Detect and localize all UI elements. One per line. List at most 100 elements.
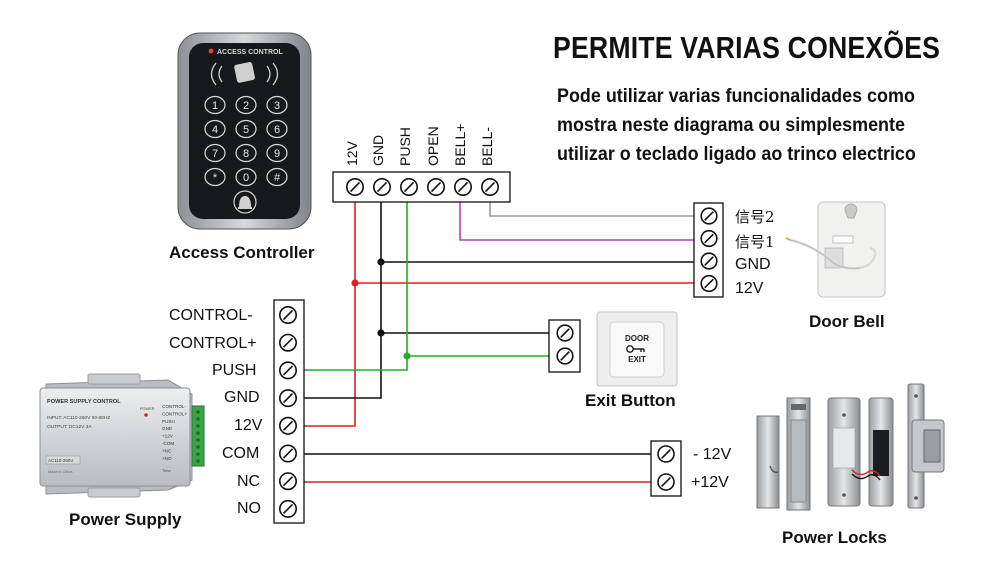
screw-terminal — [345, 178, 364, 197]
psu-side-label: +NC — [162, 448, 172, 453]
keypad-key-label: 0 — [243, 172, 249, 184]
ctrl-terminal-label: GND — [370, 134, 386, 166]
keypad-key[interactable]: * — [204, 167, 226, 187]
brand-text: ACCESS CONTROL — [217, 49, 283, 56]
keypad-key[interactable]: 1 — [204, 95, 226, 115]
keypad-key[interactable]: # — [266, 167, 288, 187]
keypad-key[interactable]: 5 — [235, 119, 257, 139]
keypad-key[interactable]: 4 — [204, 119, 226, 139]
exit-button-caption: Exit Button — [585, 391, 676, 410]
psu-terminal-label: PUSH — [212, 362, 257, 379]
screw-terminal — [657, 445, 675, 463]
bell-terminal-label: 12V — [735, 280, 764, 297]
screw-terminal — [700, 252, 718, 270]
screw-terminal — [278, 416, 297, 435]
screw-terminal — [657, 473, 675, 491]
bell-terminal-label: GND — [735, 256, 771, 273]
controller-terminal-block — [332, 171, 511, 203]
screw-terminal — [453, 178, 472, 197]
screw-terminal — [700, 207, 718, 225]
wire-bell-plus-purple — [459, 197, 708, 241]
psu-side-label: +NO — [162, 456, 172, 461]
doorbell-terminal-block — [693, 202, 724, 298]
keypad-key-label: 3 — [274, 100, 280, 112]
power-locks-caption: Power Locks — [782, 528, 887, 547]
keypad-key-label: 4 — [212, 124, 218, 136]
psu-side-label: GND — [162, 426, 173, 431]
power-supply-device: POWER SUPPLY CONTROL INPUT: AC110-260V 5… — [39, 373, 205, 498]
keypad-key-label: 5 — [243, 124, 249, 136]
keypad-key-label: 2 — [243, 100, 249, 112]
screw-terminal — [556, 347, 574, 365]
screw-terminal — [278, 472, 297, 491]
rfid-icon — [210, 62, 279, 86]
psu-terminal-label: CONTROL+ — [169, 335, 257, 352]
screw-terminal — [372, 178, 391, 197]
key-icon — [626, 345, 645, 353]
psu-power-led — [144, 413, 148, 417]
keypad-key[interactable]: 7 — [204, 143, 226, 163]
description: Pode utilizar varias funcionalidades com… — [557, 82, 916, 169]
psu-device-badge: AC110-260V — [48, 458, 73, 463]
keypad-key-label: 7 — [212, 148, 218, 160]
psu-side-label: CONTROL- — [162, 404, 186, 409]
wire-push-green — [288, 197, 565, 371]
lock-terminal-block — [650, 440, 682, 497]
exit-terminal-block — [548, 319, 581, 373]
exit-button-device: DOOR EXIT — [596, 311, 678, 387]
ctrl-terminal-label: OPEN — [425, 126, 441, 166]
psu-terminal-label: CONTROL- — [169, 307, 253, 324]
keypad-key[interactable]: 0 — [235, 167, 257, 187]
psu-terminal-label: COM — [222, 445, 260, 462]
power-locks-devices — [756, 383, 945, 511]
ctrl-terminal-label: PUSH — [397, 127, 413, 166]
screw-terminal — [278, 305, 297, 324]
screw-terminal — [278, 333, 297, 352]
psu-time-label: Time — [162, 468, 172, 473]
power-supply-caption: Power Supply — [69, 510, 182, 529]
psu-side-label: +12V — [162, 434, 174, 439]
psu-side-label: CONTROL+ — [162, 411, 187, 416]
ctrl-terminal-label: BELL- — [479, 127, 495, 166]
exit-door-label: DOOR — [625, 334, 649, 343]
access-controller-device: ACCESS CONTROL 1 2 3 4 5 6 7 8 9 * 0 # — [177, 32, 312, 230]
psu-terminal-block — [273, 299, 305, 524]
page-title: PERMITE VARIAS CONEXÕES — [553, 30, 941, 65]
keypad-key-label: 6 — [274, 124, 280, 136]
keypad-key-label: * — [213, 172, 218, 184]
screw-terminal — [426, 178, 445, 197]
keypad-key-label: 1 — [212, 100, 218, 112]
junction-dots — [351, 258, 411, 360]
screw-terminal — [480, 178, 499, 197]
screw-terminal — [278, 389, 297, 408]
keypad: 1 2 3 4 5 6 7 8 9 * 0 # — [204, 95, 288, 187]
psu-terminal-label: NO — [237, 500, 261, 517]
description-line: utilizar o teclado ligado ao trinco elec… — [557, 143, 916, 165]
keypad-key[interactable]: 8 — [235, 143, 257, 163]
screw-terminal — [700, 274, 718, 293]
psu-side-label: -COM — [162, 441, 174, 446]
psu-terminal-label: 12V — [234, 417, 263, 434]
screw-terminal — [278, 444, 297, 463]
psu-device-input: INPUT: AC110-260V 50-60HZ — [47, 415, 110, 421]
keypad-key[interactable]: 9 — [266, 143, 288, 163]
keypad-key[interactable]: 6 — [266, 119, 288, 139]
ctrl-terminal-label: 12V — [344, 141, 360, 166]
screw-terminal — [556, 324, 574, 342]
screw-terminal — [278, 361, 297, 380]
bell-icon — [233, 190, 257, 214]
exit-exit-label: EXIT — [628, 355, 646, 364]
screw-terminal — [700, 229, 718, 248]
door-bell-caption: Door Bell — [809, 312, 885, 331]
keypad-key[interactable]: 2 — [235, 95, 257, 115]
lock-terminal-label: +12V — [691, 474, 729, 491]
keypad-key-label: 9 — [274, 148, 280, 160]
psu-device-small: Made in China — [48, 470, 73, 474]
wire-bell-minus-gray — [489, 197, 708, 217]
bell-terminal-label: 信号1 — [735, 233, 775, 251]
keypad-key[interactable]: 3 — [266, 95, 288, 115]
psu-device-label: POWER SUPPLY CONTROL — [47, 399, 121, 405]
keypad-key-label: # — [274, 172, 281, 184]
psu-device-output: OUTPUT: DC12V 3A — [47, 424, 92, 430]
